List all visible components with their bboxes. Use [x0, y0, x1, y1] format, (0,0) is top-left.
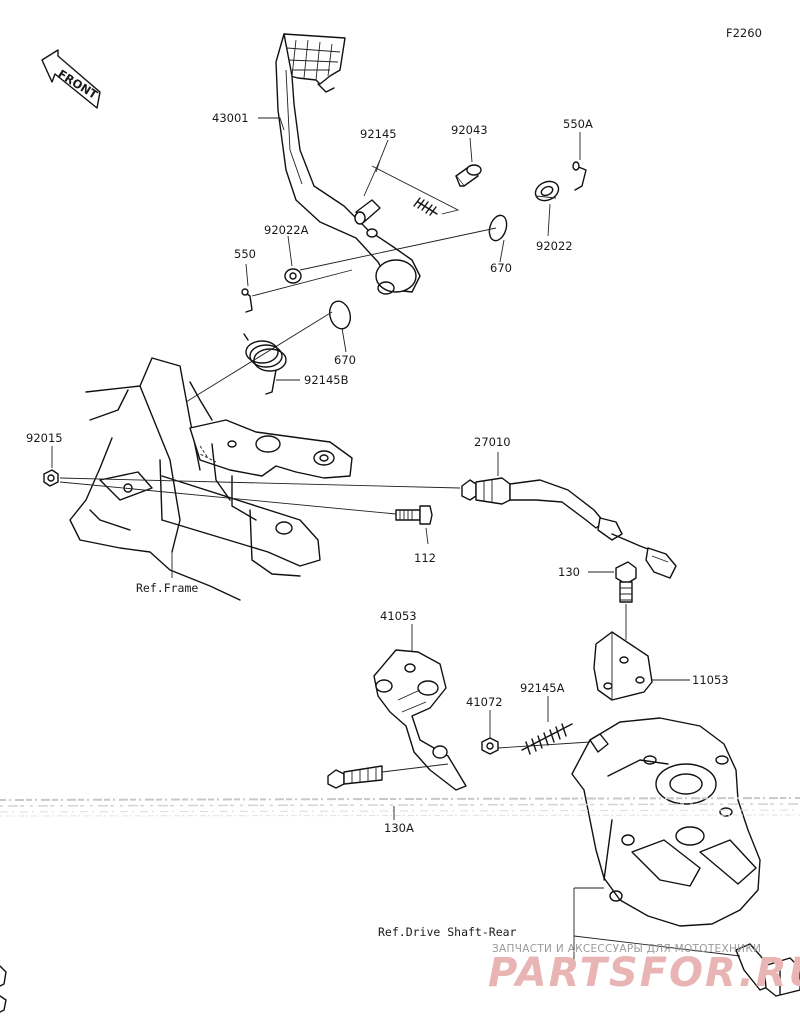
part-label-92145b: 92145B — [304, 373, 349, 387]
part-label-27010: 27010 — [474, 435, 511, 449]
part-label-41053: 41053 — [380, 609, 417, 623]
part-label-130: 130 — [558, 565, 580, 579]
part-label-112: 112 — [414, 551, 436, 565]
ref-frame-label: Ref.Frame — [136, 581, 198, 595]
lever-41053 — [373, 649, 467, 791]
watermark: ЗАПЧАСТИ И АКСЕССУАРЫ ДЛЯ МОТОТЕХНИКИ PA… — [488, 943, 800, 996]
part-label-670-upper: 670 — [490, 261, 512, 275]
figure-code: F2260 — [726, 26, 762, 40]
ref-drive-shaft-label: Ref.Drive Shaft-Rear — [378, 925, 517, 939]
torsion-spring-92145b — [243, 333, 287, 395]
bolt-112 — [395, 505, 433, 525]
front-marker-label: FRONT — [55, 67, 100, 102]
watermark-subtitle: ЗАПЧАСТИ И АКСЕССУАРЫ ДЛЯ МОТОТЕХНИКИ — [492, 943, 761, 955]
washer-92022a — [284, 268, 302, 284]
bracket-11053 — [593, 631, 653, 701]
scan-artifact-band — [0, 797, 800, 817]
part-label-92145: 92145 — [360, 127, 397, 141]
edge-fragment — [0, 965, 7, 1013]
part-label-43001: 43001 — [212, 111, 249, 125]
nut-92015 — [43, 469, 59, 487]
frame-assembly — [69, 357, 353, 601]
front-arrow-icon: FRONT — [41, 49, 101, 109]
part-label-550a: 550A — [563, 117, 593, 131]
washer-41072 — [481, 737, 499, 755]
cotter-pin-550 — [241, 288, 253, 313]
pin-92043 — [455, 164, 482, 187]
part-label-11053: 11053 — [692, 673, 729, 687]
washer-92022 — [534, 180, 560, 202]
part-label-92022a: 92022A — [264, 223, 309, 237]
part-label-670-lower: 670 — [334, 353, 356, 367]
part-label-130a: 130A — [384, 821, 414, 835]
part-label-41072: 41072 — [466, 695, 503, 709]
part-label-550: 550 — [234, 247, 256, 261]
rear-drive-housing — [571, 717, 800, 997]
spring-92145 — [413, 197, 438, 216]
o-ring-670-lower — [328, 300, 352, 330]
o-ring-670-upper — [488, 214, 508, 242]
spring-92145a — [521, 723, 573, 755]
cotter-pin-550a — [572, 161, 587, 191]
part-label-92022: 92022 — [536, 239, 573, 253]
part-label-92145a: 92145A — [520, 681, 565, 695]
bolt-130a — [327, 765, 383, 789]
part-label-92043: 92043 — [451, 123, 488, 137]
part-label-92015: 92015 — [26, 431, 63, 445]
brake-pedal — [275, 33, 421, 295]
bolt-130 — [615, 561, 637, 603]
leader-lines — [51, 117, 741, 960]
brake-switch-27010 — [461, 477, 677, 579]
watermark-brand: PARTSFOR.RU — [488, 950, 800, 996]
